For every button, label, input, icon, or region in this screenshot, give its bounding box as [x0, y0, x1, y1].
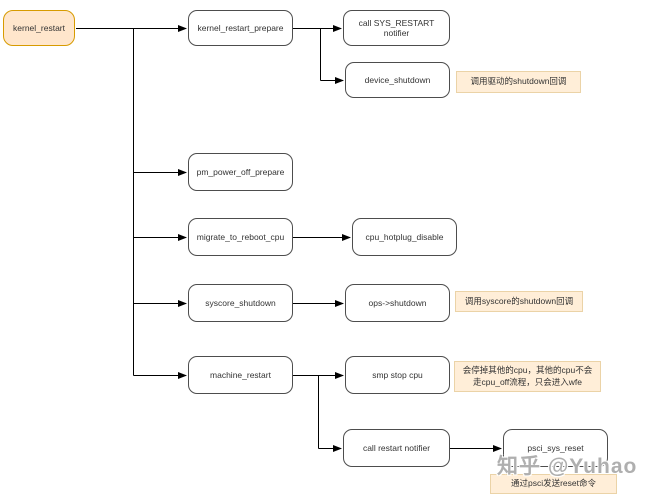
note-text: 调用syscore的shutdown回调 [464, 295, 574, 306]
node-label: device_shutdown [364, 74, 431, 85]
note-text: 调用驱动的shutdown回调 [470, 76, 567, 87]
node-machine-restart: machine_restart [188, 356, 293, 394]
node-kernel-restart: kernel_restart [3, 10, 75, 46]
node-label: kernel_restart_prepare [197, 22, 284, 33]
note-syscore-shutdown: 调用syscore的shutdown回调 [455, 291, 583, 312]
node-label: psci_sys_reset [527, 442, 584, 453]
note-psci-sys-reset: 通过psci发送reset命令 [490, 474, 617, 494]
node-label: ops->shutdown [368, 297, 427, 308]
node-label: syscore_shutdown [205, 297, 276, 308]
node-label: cpu_hotplug_disable [365, 231, 444, 242]
node-kernel-restart-prepare: kernel_restart_prepare [188, 10, 293, 46]
node-ops-shutdown: ops->shutdown [345, 284, 450, 322]
node-device-shutdown: device_shutdown [345, 62, 450, 98]
node-syscore-shutdown: syscore_shutdown [188, 284, 293, 322]
note-smp-stop-cpu: 会停掉其他的cpu，其他的cpu不会 走cpu_off流程，只会进入wfe [454, 361, 601, 392]
node-cpu-hotplug-disable: cpu_hotplug_disable [352, 218, 457, 256]
note-text-line2: 走cpu_off流程，只会进入wfe [473, 376, 582, 387]
node-label: call SYS_RESTART notifier [358, 17, 435, 38]
note-text-line1: 会停掉其他的cpu，其他的cpu不会 [462, 365, 593, 376]
note-text: 通过psci发送reset命令 [510, 478, 596, 489]
node-label: call restart notifier [362, 442, 431, 453]
node-call-sys-restart-notifier: call SYS_RESTART notifier [343, 10, 450, 46]
node-migrate-to-reboot-cpu: migrate_to_reboot_cpu [188, 218, 293, 256]
node-label: machine_restart [210, 369, 271, 380]
node-label: smp stop cpu [372, 369, 423, 380]
node-call-restart-notifier: call restart notifier [343, 429, 450, 467]
node-label: pm_power_off_prepare [196, 166, 285, 177]
node-pm-power-off-prepare: pm_power_off_prepare [188, 153, 293, 191]
note-device-shutdown: 调用驱动的shutdown回调 [456, 71, 581, 93]
node-psci-sys-reset: psci_sys_reset [503, 429, 608, 467]
node-label: kernel_restart [13, 22, 65, 33]
node-label: migrate_to_reboot_cpu [196, 231, 285, 242]
node-smp-stop-cpu: smp stop cpu [345, 356, 450, 394]
